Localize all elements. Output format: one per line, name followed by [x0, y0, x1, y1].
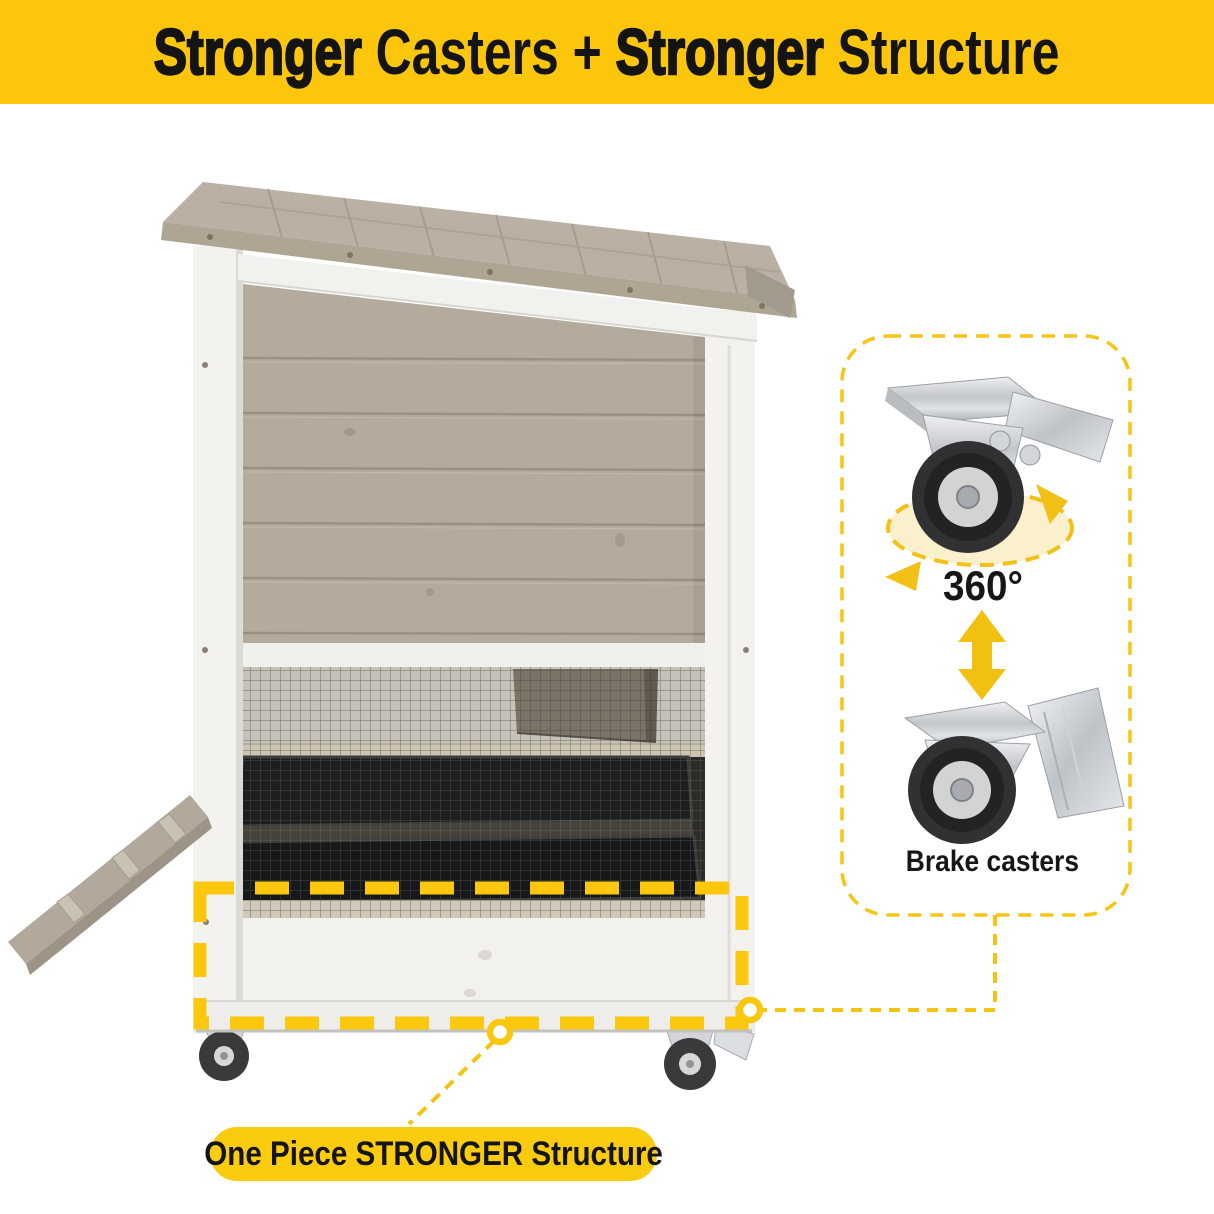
swivel-rotation-label: 360°	[943, 562, 1023, 609]
brake-caster-label: Brake casters	[905, 845, 1080, 878]
structure-highlight-box	[193, 881, 749, 1030]
caster-panel-border	[840, 334, 1132, 917]
banner-normal-word-2: Structure	[824, 16, 1060, 88]
hutch-roof	[161, 182, 797, 318]
hutch-top-rail	[238, 254, 757, 342]
banner-normal-word-1: Casters +	[362, 16, 617, 88]
banner-bold-word-1: Stronger	[153, 16, 363, 88]
banner-title: Stronger Casters + Stronger Structure	[153, 19, 1060, 85]
caster-feature-panel	[840, 334, 1132, 917]
title-banner: Stronger Casters + Stronger Structure	[0, 0, 1214, 104]
connector-ring-bottom	[486, 1018, 514, 1046]
structure-annotation	[193, 881, 997, 1126]
hutch-front-board	[243, 918, 705, 1003]
rotation-arrowheads-icon	[885, 484, 1068, 591]
up-down-arrow-icon	[958, 610, 1006, 700]
structure-callout-pill: One Piece STRONGER Structure	[204, 1127, 663, 1181]
brake-caster-image	[903, 687, 1125, 844]
rabbit-hutch-photo	[8, 182, 797, 1090]
hutch-mid-rail	[243, 643, 705, 669]
hutch-slat-panel	[242, 284, 706, 648]
connector-diagonal	[407, 1039, 496, 1126]
hutch-mesh-run	[224, 667, 705, 918]
connector-ring-right	[736, 996, 764, 1024]
hutch-ramp	[8, 795, 212, 975]
banner-bold-word-2: Stronger	[615, 16, 825, 88]
hutch-casters	[199, 1017, 755, 1090]
structure-callout-label: One Piece STRONGER Structure	[204, 1134, 663, 1173]
swivel-caster-image	[885, 376, 1114, 553]
